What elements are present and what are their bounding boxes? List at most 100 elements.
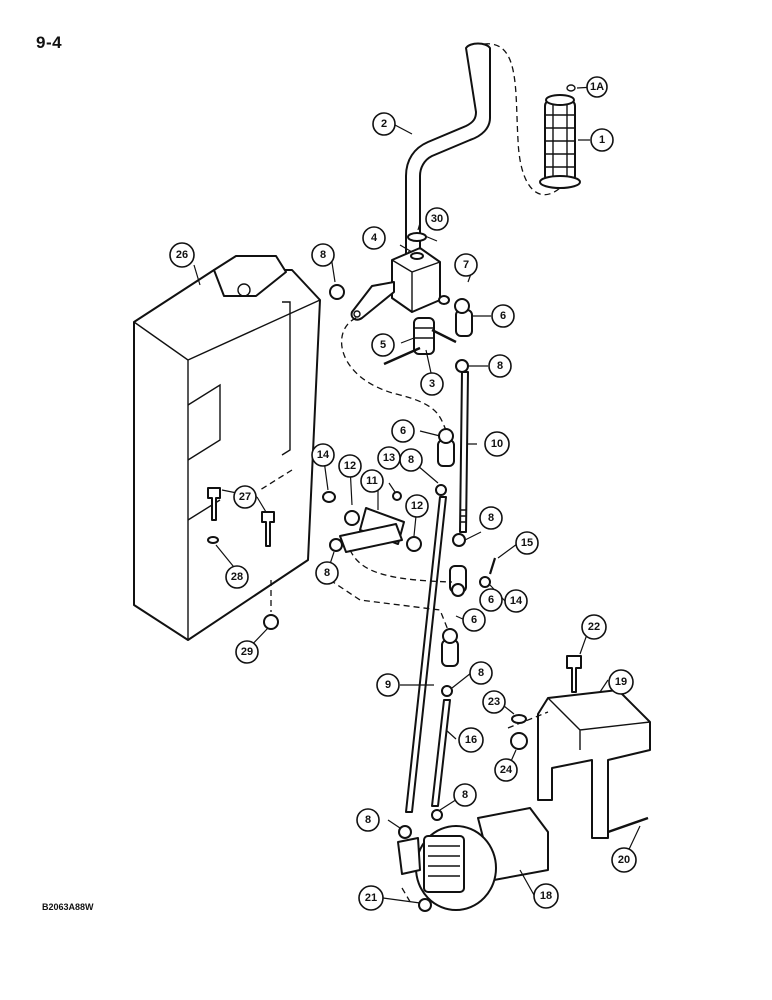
svg-text:9: 9 <box>385 679 391 691</box>
callout-30: 30 <box>425 207 449 231</box>
svg-text:20: 20 <box>618 854 630 866</box>
bracket-fasteners <box>510 655 649 834</box>
ball-joint-upper <box>438 295 473 337</box>
callout-6-middle: 6 <box>391 419 415 443</box>
callout-10: 10 <box>484 431 510 457</box>
svg-text:30: 30 <box>431 213 443 225</box>
handle-grip <box>539 84 581 189</box>
figure-code: B2063A88W <box>42 902 94 912</box>
callout-3: 3 <box>420 372 444 396</box>
callout-8-h: 8 <box>356 808 380 832</box>
callout-18: 18 <box>533 883 559 909</box>
svg-text:14: 14 <box>317 449 330 461</box>
svg-text:8: 8 <box>408 454 414 466</box>
control-lever-rod <box>405 42 561 265</box>
svg-text:8: 8 <box>320 249 326 261</box>
svg-text:23: 23 <box>488 696 500 708</box>
svg-text:5: 5 <box>380 339 386 351</box>
svg-text:21: 21 <box>365 892 377 904</box>
svg-text:4: 4 <box>371 232 378 244</box>
svg-text:28: 28 <box>231 571 243 583</box>
callout-8-e: 8 <box>315 561 339 585</box>
callout-28: 28 <box>225 565 249 589</box>
svg-text:3: 3 <box>429 378 435 390</box>
svg-text:8: 8 <box>488 512 494 524</box>
svg-text:27: 27 <box>239 491 251 503</box>
svg-text:12: 12 <box>344 460 356 472</box>
pivot-pin <box>383 317 457 366</box>
callout-8-b: 8 <box>488 354 512 378</box>
cover-fasteners <box>207 487 279 630</box>
svg-text:8: 8 <box>324 567 330 579</box>
callout-2: 2 <box>372 112 396 136</box>
svg-text:6: 6 <box>400 425 406 437</box>
svg-text:7: 7 <box>463 259 469 271</box>
svg-text:12: 12 <box>411 500 423 512</box>
callout-14-a: 14 <box>311 443 335 467</box>
callout-27: 27 <box>233 485 257 509</box>
ball-joint-right <box>449 565 467 597</box>
svg-text:8: 8 <box>497 360 503 372</box>
svg-text:22: 22 <box>588 621 600 633</box>
callout-7: 7 <box>454 253 478 277</box>
callout-6-right: 6 <box>479 588 503 612</box>
svg-text:15: 15 <box>521 537 533 549</box>
callout-24: 24 <box>494 758 518 782</box>
control-valve <box>397 807 549 912</box>
console-cover <box>133 255 321 641</box>
callout-13: 13 <box>377 446 401 470</box>
washer-14 <box>479 576 491 588</box>
svg-text:26: 26 <box>176 249 188 261</box>
callout-1a: 1A <box>586 76 608 98</box>
svg-text:11: 11 <box>366 475 378 487</box>
ball-joint-lower <box>441 628 459 667</box>
rods <box>405 371 469 813</box>
callout-8-d: 8 <box>479 506 503 530</box>
callout-20: 20 <box>611 847 637 873</box>
svg-text:16: 16 <box>465 734 477 746</box>
callout-15: 15 <box>515 531 539 555</box>
callout-19: 19 <box>608 669 634 695</box>
svg-text:8: 8 <box>462 789 468 801</box>
callout-8-f: 8 <box>469 661 493 685</box>
svg-text:13: 13 <box>383 452 395 464</box>
washer-30 <box>407 232 427 242</box>
callout-12-b: 12 <box>405 494 429 518</box>
callout-1: 1 <box>590 128 614 152</box>
callout-4: 4 <box>362 226 386 250</box>
callout-23: 23 <box>482 690 506 714</box>
callout-11: 11 <box>360 469 384 493</box>
callout-6-lower: 6 <box>462 608 486 632</box>
svg-text:8: 8 <box>365 814 371 826</box>
svg-text:2: 2 <box>381 118 387 130</box>
callout-21: 21 <box>358 885 384 911</box>
callout-9: 9 <box>376 673 400 697</box>
callout-14-b: 14 <box>504 589 528 613</box>
callout-22: 22 <box>581 614 607 640</box>
assembly-dashed-lines <box>329 317 453 906</box>
callout-8-g: 8 <box>453 783 477 807</box>
svg-text:19: 19 <box>615 676 627 688</box>
ball-joint-middle <box>437 428 455 467</box>
nuts-8 <box>329 284 469 839</box>
svg-text:29: 29 <box>241 646 253 658</box>
svg-text:6: 6 <box>471 614 477 626</box>
callout-8-c: 8 <box>399 448 423 472</box>
svg-text:24: 24 <box>500 764 513 776</box>
callout-16: 16 <box>458 727 484 753</box>
svg-text:14: 14 <box>510 595 523 607</box>
callout-6-upper: 6 <box>491 304 515 328</box>
svg-text:6: 6 <box>488 594 494 606</box>
lever-block <box>350 247 441 321</box>
pin-15 <box>488 557 497 575</box>
callout-8-a: 8 <box>311 243 335 267</box>
svg-text:1: 1 <box>599 134 605 146</box>
svg-text:6: 6 <box>500 310 506 322</box>
mounting-bracket <box>507 689 651 839</box>
page-number: 9-4 <box>36 33 63 52</box>
callout-12-a: 12 <box>338 454 362 478</box>
svg-text:8: 8 <box>478 667 484 679</box>
svg-text:1A: 1A <box>590 81 604 93</box>
svg-text:18: 18 <box>540 890 552 902</box>
